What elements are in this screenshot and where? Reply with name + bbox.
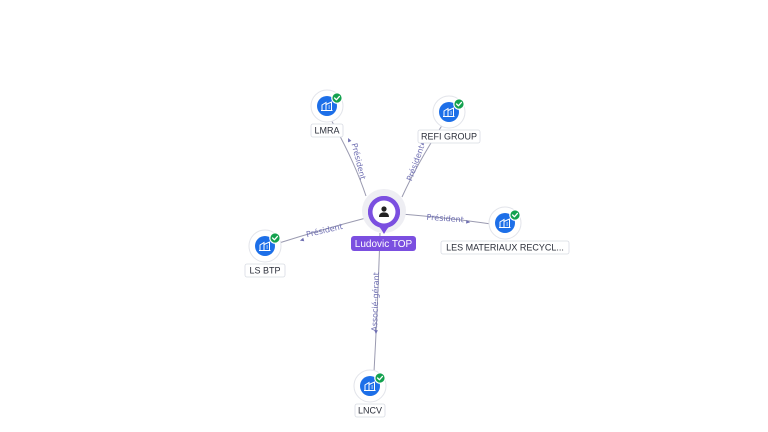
company-label-box: [417, 129, 481, 144]
building-icon: [499, 218, 511, 228]
verified-check-icon: [269, 232, 281, 244]
company-node-lncv[interactable]: LNCV: [353, 369, 387, 418]
company-node-les-materiaux-recycl[interactable]: LES MATERIAUX RECYCL...: [440, 206, 570, 255]
edge-label: Président: [404, 144, 426, 182]
person-label-box: [351, 236, 416, 251]
edge-label: Associé-gérant: [369, 272, 381, 332]
person-pin-tip: [377, 224, 391, 233]
building-icon: [321, 101, 333, 111]
edge-les-materiaux-recycl: Président: [400, 212, 492, 225]
company-label-box: [310, 123, 344, 138]
edge-arrow: [466, 220, 471, 224]
verified-check-icon: [374, 372, 386, 384]
building-icon: [364, 381, 376, 391]
company-name: LS BTP: [249, 266, 280, 276]
company-name: LMRA: [314, 126, 339, 136]
edge-arrow: [374, 330, 378, 335]
company-node-ls-btp[interactable]: LS BTP: [244, 229, 286, 278]
company-label-box: [354, 403, 386, 418]
company-name: LNCV: [358, 406, 382, 416]
company-label-box: [244, 263, 286, 278]
nodes-layer: LMRA REFI GROUP LES MATERIAUX RECYCL... LS …: [244, 89, 570, 418]
edge-lncv: Associé-gérant: [369, 232, 381, 373]
person-name: Ludovic TOP: [355, 239, 413, 250]
person-icon: [379, 206, 389, 217]
building-icon: [443, 107, 455, 117]
edge-line: [278, 217, 367, 244]
company-name: LES MATERIAUX RECYCL...: [446, 243, 564, 253]
edge-label: Président: [305, 221, 344, 239]
person-inner-circle: [372, 200, 396, 224]
edge-line: [400, 213, 492, 225]
verified-check-icon: [509, 209, 521, 221]
verified-check-icon: [331, 92, 343, 104]
edge-arrow: [348, 138, 352, 143]
company-node-refi-group[interactable]: REFI GROUP: [417, 95, 481, 144]
edge-arrow: [299, 237, 305, 242]
company-label-box: [440, 240, 570, 255]
person-node[interactable]: Ludovic TOP: [351, 189, 416, 251]
company-node-lmra[interactable]: LMRA: [310, 89, 344, 138]
company-name: REFI GROUP: [421, 132, 477, 142]
building-icon: [259, 241, 271, 251]
verified-check-icon: [453, 98, 465, 110]
edge-label: Président: [426, 212, 464, 225]
